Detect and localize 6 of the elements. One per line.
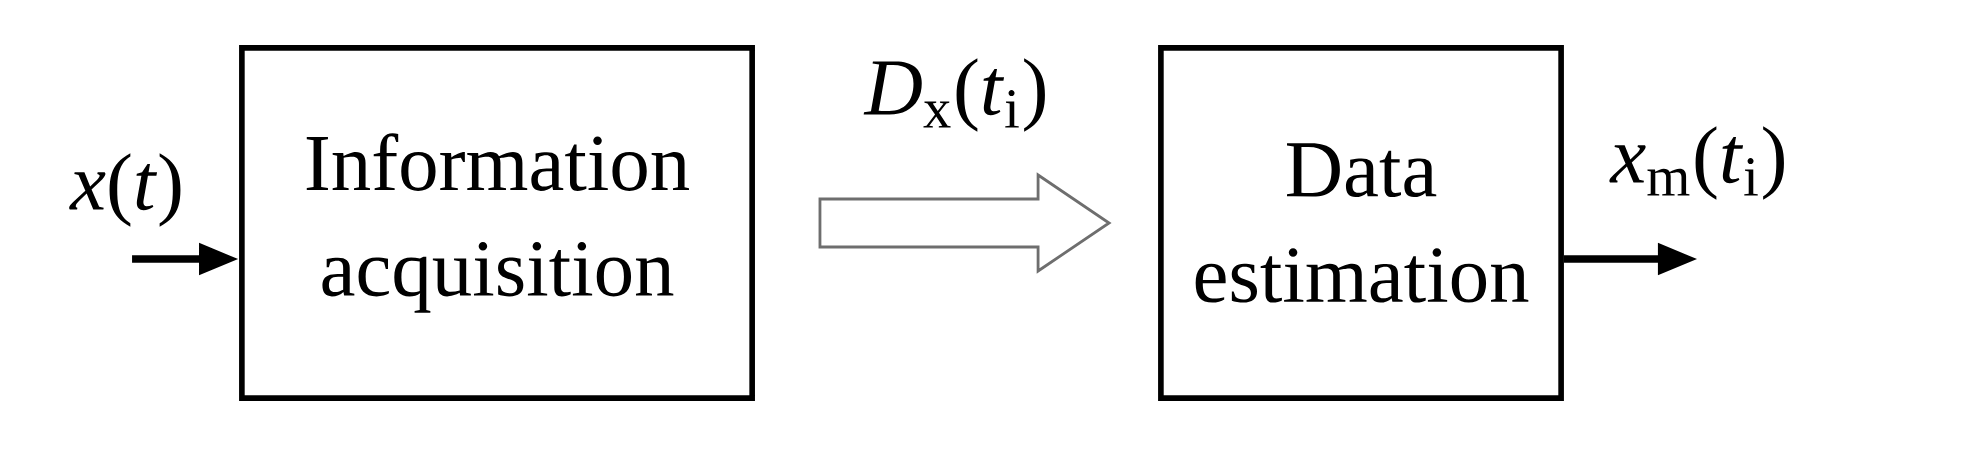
edge-label: D$_{x}$(t$_{i}$) [863, 58, 1045, 132]
block-arrow [818, 172, 1112, 274]
process-box: Data estimation [1158, 45, 1564, 401]
process-box: Information acquisition [239, 45, 755, 401]
edge-label: x(t) [69, 153, 181, 227]
edge-label: x$_{m}$(t$_{i}$) [1609, 126, 1784, 200]
